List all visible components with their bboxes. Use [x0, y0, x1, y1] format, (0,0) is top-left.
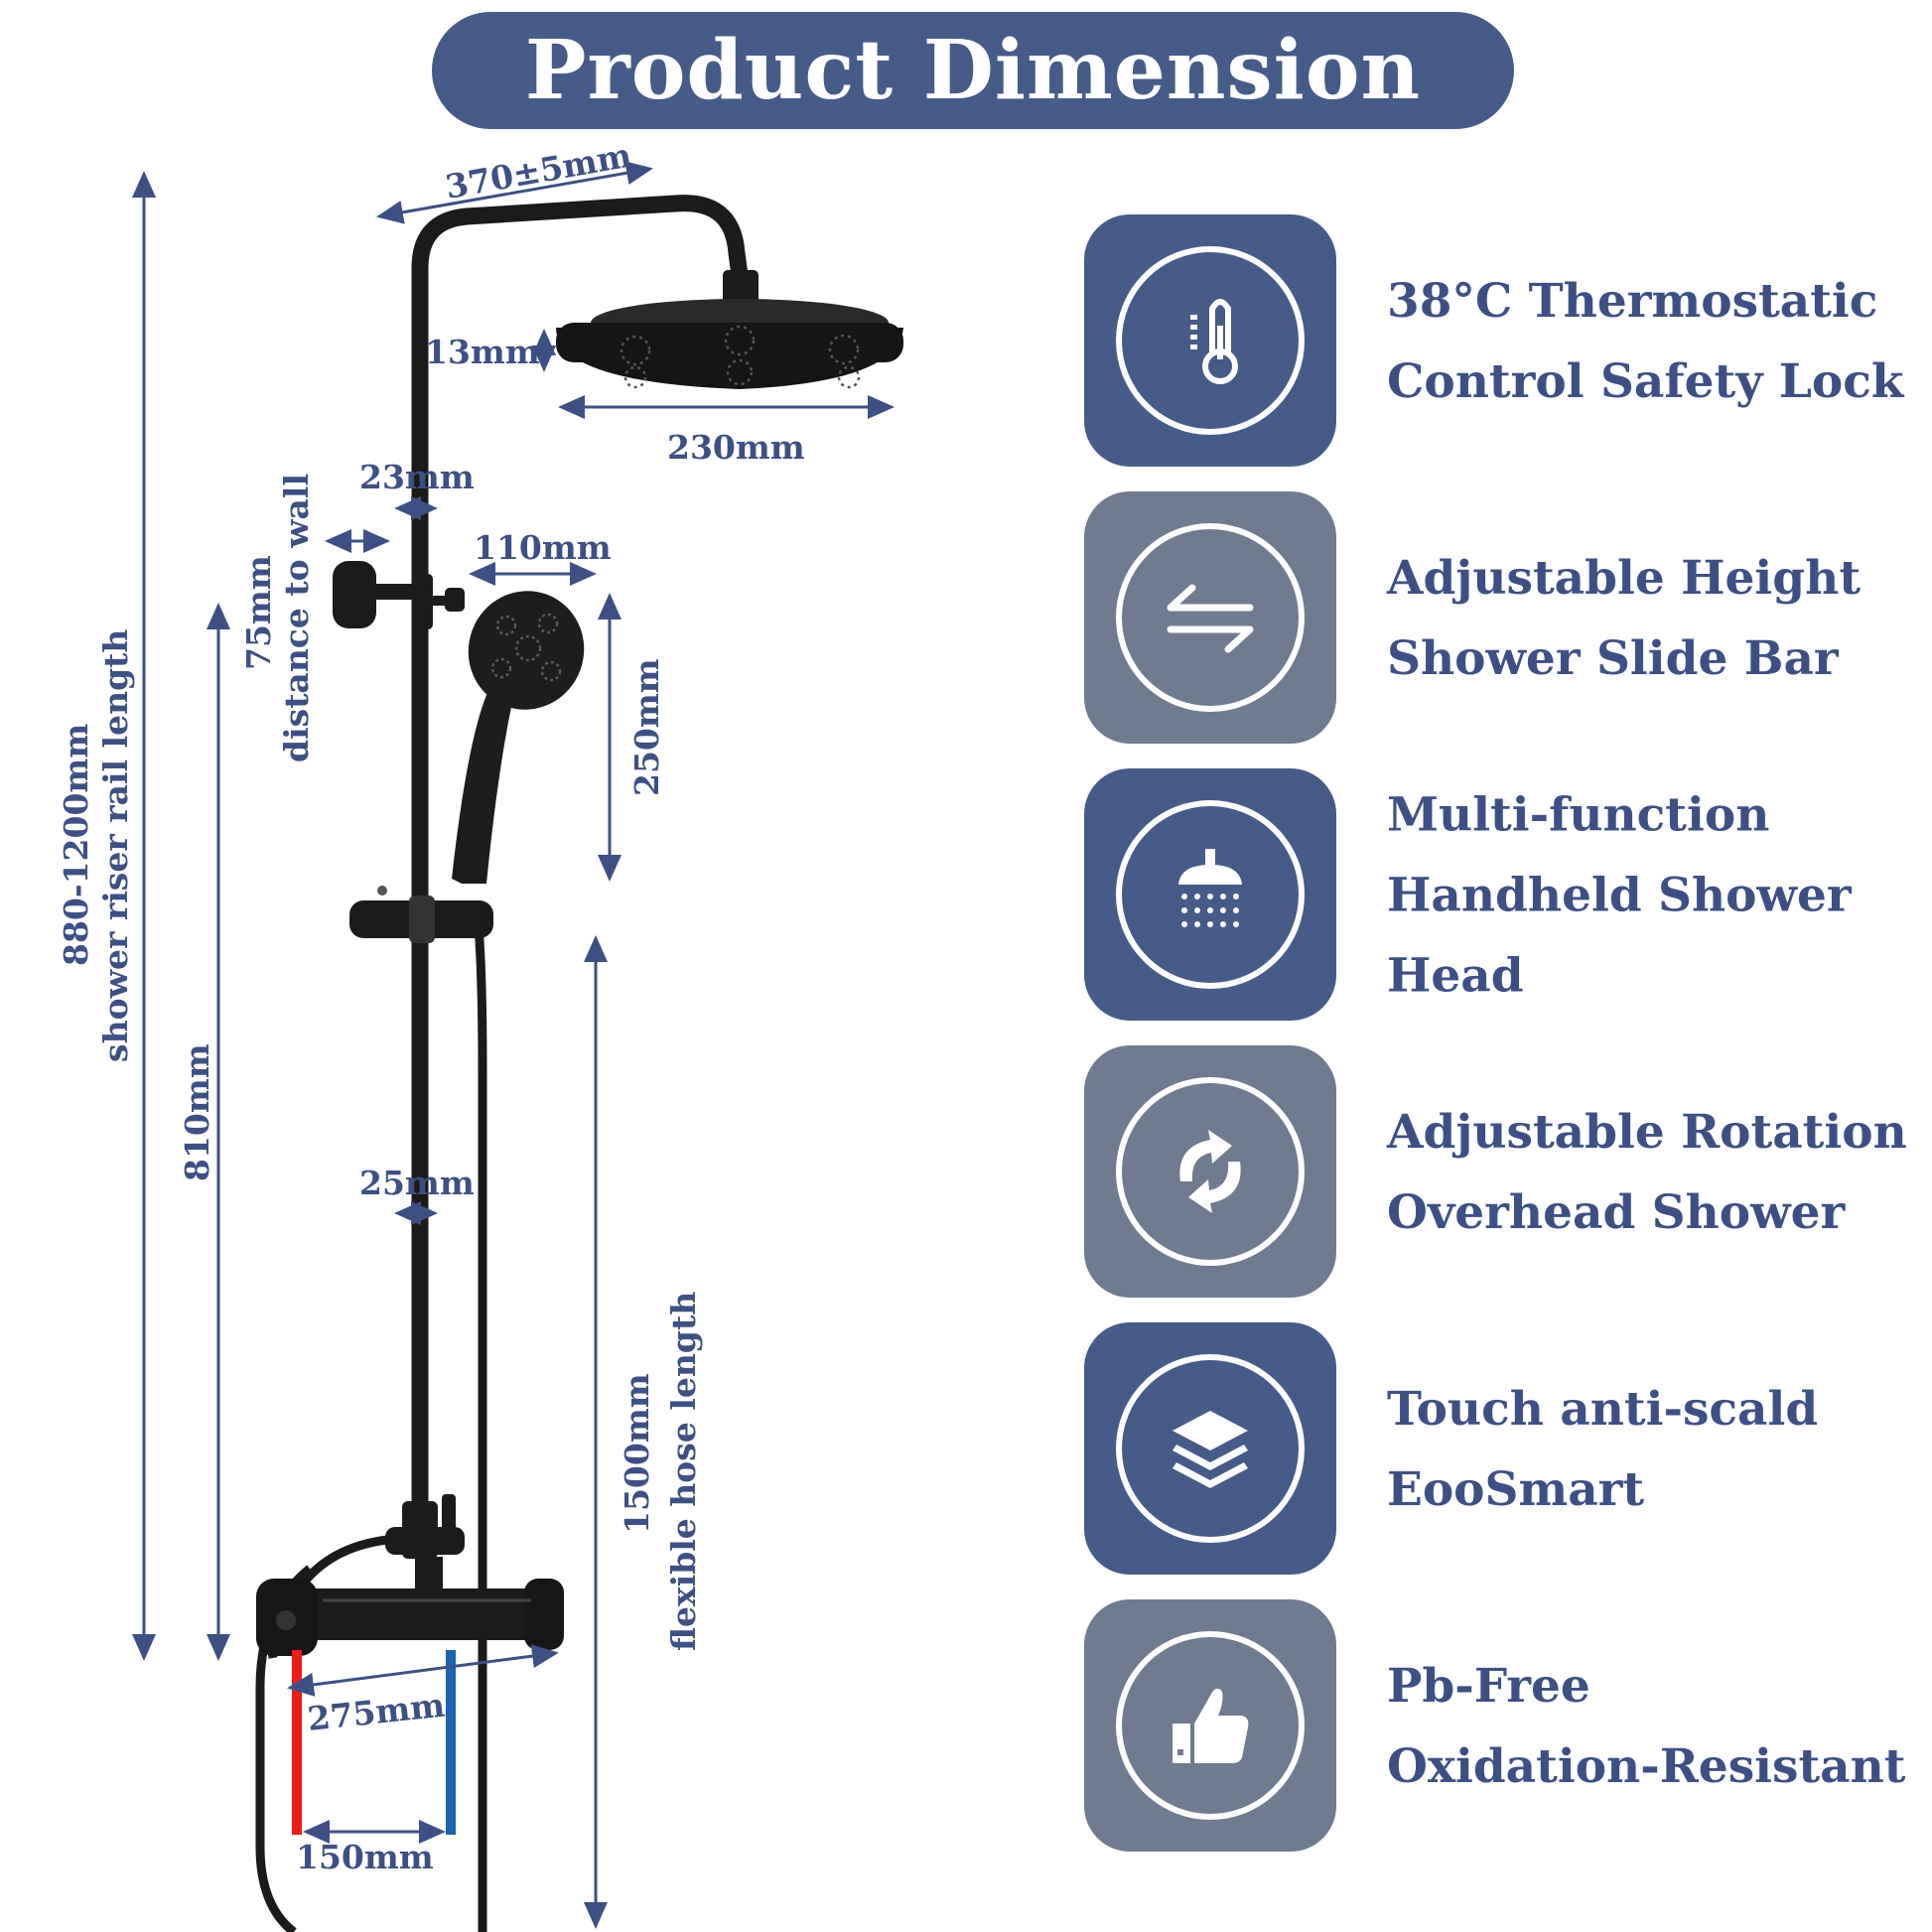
- pipe-top-label: 23mm: [359, 458, 475, 496]
- feature-line: Oxidation-Resistant: [1387, 1738, 1906, 1794]
- feature-line: Overhead Shower: [1387, 1184, 1846, 1240]
- valve-dim-line: [287, 1644, 559, 1697]
- feature-line: 38°C Thermostatic: [1387, 273, 1878, 329]
- icon-ring: [1116, 1631, 1305, 1820]
- diverter: [385, 1494, 465, 1588]
- dimension-lines: [132, 161, 895, 1929]
- feature-text: 38°C Thermostatic Control Safety Lock: [1387, 261, 1903, 422]
- thermometer-icon: [1190, 299, 1238, 384]
- feature-text: Adjustable Rotation Overhead Shower: [1387, 1092, 1907, 1253]
- inlet-spacing-label: 150mm: [296, 1838, 434, 1876]
- icon-ring: [1116, 1077, 1305, 1266]
- arm-dim-line: [376, 161, 653, 224]
- feature-text: Touch anti-scald EooSmart: [1387, 1369, 1818, 1530]
- thermostatic-valve: [256, 1579, 564, 1656]
- slide-lever: [413, 574, 465, 629]
- feature-tile: [1084, 1045, 1336, 1298]
- wall-distance-text: distance to wall: [277, 474, 316, 762]
- head-diameter-label: 230mm: [667, 428, 805, 467]
- swap-arrows-icon: [1167, 584, 1254, 653]
- feature-text: Multi-function Handheld Shower Head: [1387, 774, 1852, 1016]
- feature-tile: [1084, 1322, 1336, 1575]
- shower-head-icon: [1178, 849, 1242, 927]
- feature-item-rotation: Adjustable Rotation Overhead Shower: [1084, 1045, 1908, 1299]
- feature-tile: [1084, 768, 1336, 1021]
- slider-clamp: [349, 886, 493, 943]
- overhead-shower-head: [556, 299, 903, 389]
- head-thickness-label: 13mm: [425, 333, 540, 371]
- head-connector: [723, 270, 759, 304]
- feature-line: Control Safety Lock: [1387, 353, 1904, 409]
- feature-item-handheld: Multi-function Handheld Shower Head: [1084, 768, 1908, 1022]
- title-banner: Product Dimension: [432, 12, 1514, 129]
- wall-bracket: [333, 561, 417, 628]
- icon-ring: [1116, 800, 1305, 989]
- rail-length-text: shower riser rail length: [96, 629, 135, 1062]
- feature-line: Head: [1387, 948, 1524, 1003]
- feature-item-thermostatic: 38°C Thermostatic Control Safety Lock: [1084, 214, 1908, 468]
- page-title: Product Dimension: [524, 23, 1422, 118]
- hose-length-value: 1500mm: [618, 1373, 656, 1534]
- feature-line: EooSmart: [1387, 1461, 1645, 1517]
- rotation-icon: [1179, 1130, 1241, 1213]
- icon-ring: [1116, 1354, 1305, 1543]
- pipe-height-label: 810mm: [178, 1043, 216, 1181]
- feature-line: Adjustable Rotation: [1387, 1104, 1907, 1160]
- rail-length-value: 880-1200mm: [57, 724, 95, 966]
- arm-length-label: 370±5mm: [443, 136, 634, 207]
- hose-length-text: flexible hose length: [664, 1292, 703, 1651]
- layers-icon: [1173, 1411, 1248, 1488]
- feature-line: Shower Slide Bar: [1387, 630, 1839, 686]
- feature-item-anti-scald: Touch anti-scald EooSmart: [1084, 1322, 1908, 1576]
- feature-item-pb-free: Pb-Free Oxidation-Resistant: [1084, 1599, 1908, 1853]
- overhead-arm: [411, 195, 751, 1543]
- icon-ring: [1116, 246, 1305, 435]
- pipe-bottom-label: 25mm: [359, 1164, 475, 1202]
- handheld-shower: [452, 591, 585, 884]
- handheld-width-label: 110mm: [474, 528, 612, 567]
- feature-text: Adjustable Height Shower Slide Bar: [1387, 538, 1861, 699]
- feature-tile: [1084, 491, 1336, 744]
- thumbs-up-icon: [1173, 1688, 1249, 1763]
- handheld-length-label: 250mm: [627, 658, 666, 796]
- feature-line: Multi-function: [1387, 787, 1770, 842]
- feature-tile: [1084, 214, 1336, 467]
- icon-ring: [1116, 523, 1305, 712]
- wall-distance-value: 75mm: [239, 555, 278, 670]
- shower-system: [255, 195, 903, 1932]
- feature-text: Pb-Free Oxidation-Resistant: [1387, 1646, 1906, 1807]
- feature-line: Pb-Free: [1387, 1658, 1590, 1714]
- feature-line: Touch anti-scald: [1387, 1381, 1819, 1437]
- feature-line: Handheld Shower: [1387, 868, 1852, 922]
- feature-line: Adjustable Height: [1387, 550, 1862, 606]
- feature-tile: [1084, 1599, 1336, 1852]
- feature-item-slide-bar: Adjustable Height Shower Slide Bar: [1084, 491, 1908, 745]
- valve-width-label: 275mm: [306, 1686, 447, 1738]
